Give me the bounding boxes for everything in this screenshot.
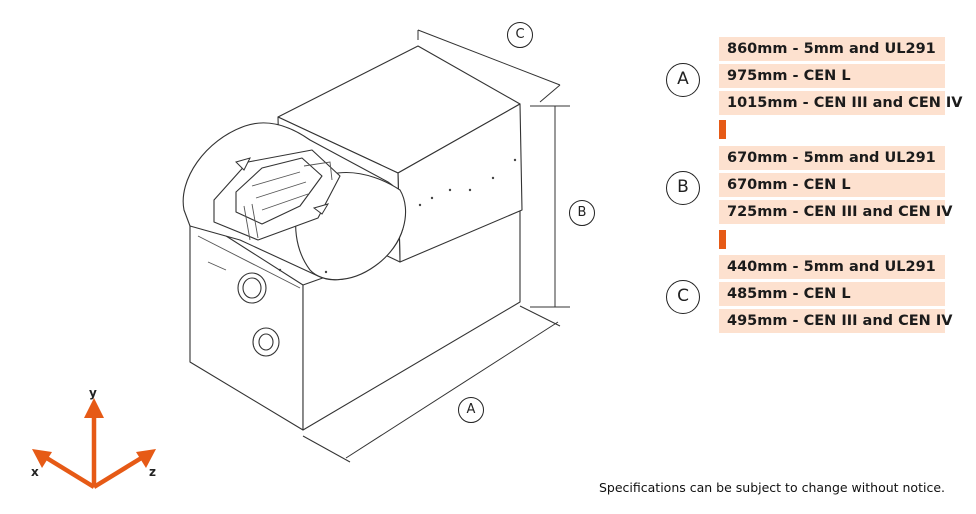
spec-row: 495mm - CEN III and CEN IV bbox=[719, 309, 952, 333]
spec-row: 725mm - CEN III and CEN IV bbox=[719, 200, 952, 224]
spec-row: 975mm - CEN L bbox=[719, 64, 945, 88]
spec-row: 670mm - CEN L bbox=[719, 173, 945, 197]
spec-group-b-marker: B bbox=[666, 171, 700, 205]
axis-indicator bbox=[32, 398, 156, 489]
spec-group-c-marker: C bbox=[666, 280, 700, 314]
dimension-a-line bbox=[345, 321, 559, 459]
disclaimer-text: Specifications can be subject to change … bbox=[599, 480, 945, 495]
dimension-c-line bbox=[417, 29, 561, 86]
axis-x-label: x bbox=[31, 465, 39, 479]
spec-row: 670mm - 5mm and UL291 bbox=[719, 146, 945, 170]
spec-group-a: 860mm - 5mm and UL291 975mm - CEN L 1015… bbox=[719, 37, 963, 118]
spec-row: 860mm - 5mm and UL291 bbox=[719, 37, 945, 61]
axis-y-label: y bbox=[89, 386, 97, 400]
arrow-left-icon bbox=[235, 157, 251, 171]
dimension-b-label: B bbox=[569, 200, 595, 226]
spec-group-c: 440mm - 5mm and UL291 485mm - CEN L 495m… bbox=[719, 255, 952, 336]
spec-row: 1015mm - CEN III and CEN IV bbox=[719, 91, 963, 115]
dimension-c-label: C bbox=[507, 22, 533, 48]
spec-row: 485mm - CEN L bbox=[719, 282, 945, 306]
arrow-right-icon bbox=[312, 203, 330, 215]
spec-row: 440mm - 5mm and UL291 bbox=[719, 255, 945, 279]
spec-group-a-marker: A bbox=[666, 63, 700, 97]
spec-group-b: 670mm - 5mm and UL291 670mm - CEN L 725m… bbox=[719, 146, 952, 227]
dimension-a-label: A bbox=[458, 397, 484, 423]
spec-separator bbox=[719, 230, 726, 249]
spec-separator bbox=[719, 120, 726, 139]
axis-z-label: z bbox=[149, 465, 156, 479]
